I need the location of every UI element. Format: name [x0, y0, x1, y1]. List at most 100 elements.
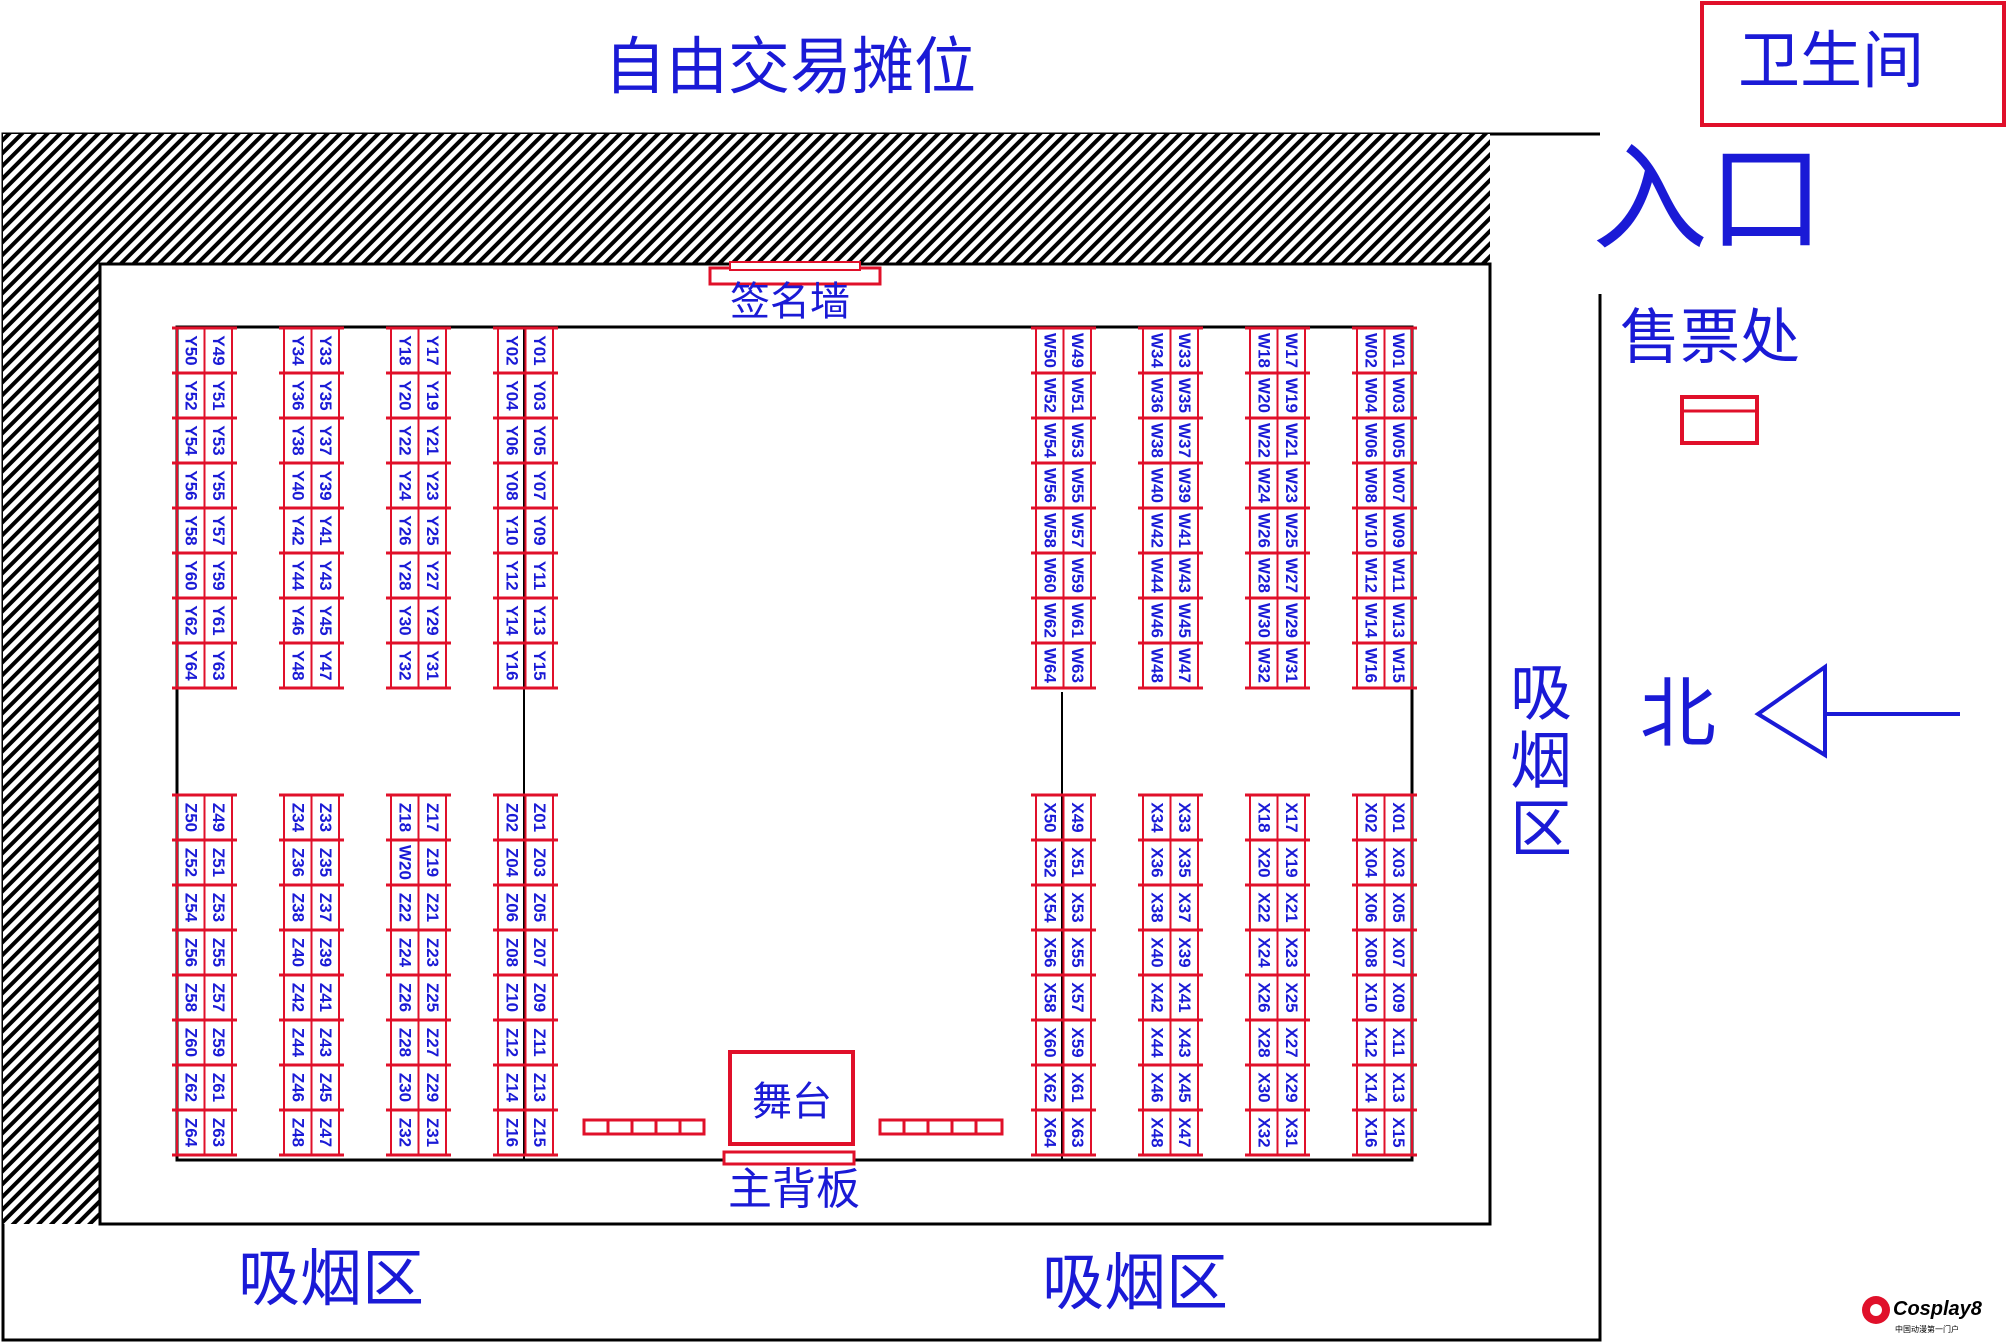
ticket-office-label: 售票处 [1620, 303, 1800, 373]
booth-Y06: Y06 [502, 425, 521, 455]
booth-Y37: Y37 [316, 425, 335, 455]
booth-column-W-mid1: W33W35W37W39W41W43W45W47W34W36W38W40W42W… [1138, 326, 1203, 690]
booth-W46: W46 [1147, 603, 1166, 638]
booth-W06: W06 [1361, 423, 1380, 458]
booth-X02: X02 [1361, 802, 1380, 832]
booth-X04: X04 [1361, 847, 1380, 878]
booth-Z21: Z21 [423, 893, 442, 922]
booth-Y61: Y61 [209, 605, 228, 635]
booth-column-X-mid1: X33X35X37X39X41X43X45X47X34X36X38X40X42X… [1138, 793, 1203, 1157]
booth-W01: W01 [1389, 333, 1408, 368]
booth-W44: W44 [1147, 558, 1166, 594]
booth-X38: X38 [1147, 892, 1166, 922]
north-arrow-icon [1754, 663, 1960, 759]
booth-Z50: Z50 [181, 803, 200, 832]
booth-Z57: Z57 [209, 983, 228, 1012]
booth-W36: W36 [1147, 378, 1166, 413]
booth-Y14: Y14 [502, 605, 521, 636]
booth-W48: W48 [1147, 648, 1166, 683]
booth-column-Z-right: Z01Z03Z05Z07Z09Z11Z13Z15Z02Z04Z06Z08Z10Z… [493, 793, 558, 1157]
booth-Y57: Y57 [209, 515, 228, 545]
signature-wall-label: 签名墙 [730, 279, 850, 325]
booth-Z45: Z45 [316, 1073, 335, 1102]
entrance-label: 入口 [1592, 132, 1824, 267]
booth-X62: X62 [1040, 1072, 1059, 1102]
booth-X19: X19 [1282, 847, 1301, 877]
north-label: 北 [1640, 669, 1716, 758]
booth-Y25: Y25 [423, 515, 442, 545]
watermark-slogan: 中国动漫第一门户 [1895, 1324, 1959, 1334]
booth-W43: W43 [1175, 558, 1194, 593]
booth-W53: W53 [1068, 423, 1087, 458]
booth-W30: W30 [1254, 603, 1273, 638]
booth-X32: X32 [1254, 1117, 1273, 1147]
booth-X07: X07 [1389, 937, 1408, 967]
booth-Y44: Y44 [288, 560, 307, 591]
booth-column-Z-left: Z49Z51Z53Z55Z57Z59Z61Z63Z50Z52Z54Z56Z58Z… [172, 793, 237, 1157]
booth-X17: X17 [1282, 802, 1301, 832]
booth-W22: W22 [1254, 423, 1273, 458]
hatched-wall-zone [3, 134, 1490, 1224]
booth-Z60: Z60 [181, 1028, 200, 1057]
booth-W03: W03 [1389, 378, 1408, 413]
booth-Y08: Y08 [502, 470, 521, 500]
booth-Y15: Y15 [530, 650, 549, 680]
booth-X52: X52 [1040, 847, 1059, 877]
booth-W23: W23 [1282, 468, 1301, 503]
free-trade-booths-label: 自由交易摊位 [604, 30, 977, 103]
booth-column-Y-mid2: Y17Y19Y21Y23Y25Y27Y29Y31Y18Y20Y22Y24Y26Y… [386, 326, 451, 690]
booth-Y27: Y27 [423, 560, 442, 590]
stage-side-booth-right [878, 1118, 1004, 1136]
booth-Z36: Z36 [288, 848, 307, 877]
booth-column-X-mid2: X17X19X21X23X25X27X29X31X18X20X22X24X26X… [1245, 793, 1310, 1157]
booth-column-X-right: X01X03X05X07X09X11X13X15X02X04X06X08X10X… [1352, 793, 1417, 1157]
booth-Y28: Y28 [395, 560, 414, 590]
booth-Y23: Y23 [423, 470, 442, 500]
booth-Z64: Z64 [181, 1118, 200, 1148]
booth-Y58: Y58 [181, 515, 200, 545]
booth-Z51: Z51 [209, 848, 228, 877]
booth-W09: W09 [1389, 513, 1408, 548]
booth-X59: X59 [1068, 1027, 1087, 1057]
booth-Z17: Z17 [423, 803, 442, 832]
booth-Z27: Z27 [423, 1028, 442, 1057]
booth-X01: X01 [1389, 802, 1408, 832]
booth-Z02: Z02 [502, 803, 521, 832]
booth-column-W-mid2: W17W19W21W23W25W27W29W31W18W20W22W24W26W… [1245, 326, 1310, 690]
booth-W19: W19 [1282, 378, 1301, 413]
booth-Y43: Y43 [316, 560, 335, 590]
booth-X20: X20 [1254, 847, 1273, 877]
booth-column-W-right: W01W03W05W07W09W11W13W15W02W04W06W08W10W… [1352, 326, 1417, 690]
booth-X35: X35 [1175, 847, 1194, 877]
booth-W57: W57 [1068, 513, 1087, 548]
booth-X29: X29 [1282, 1072, 1301, 1102]
booth-X03: X03 [1389, 847, 1408, 877]
booth-Y59: Y59 [209, 560, 228, 590]
booth-Y41: Y41 [316, 515, 335, 545]
booth-X55: X55 [1068, 937, 1087, 967]
booth-X47: X47 [1175, 1117, 1194, 1147]
booth-X61: X61 [1068, 1072, 1087, 1102]
booth-W16: W16 [1361, 648, 1380, 683]
booth-Z49: Z49 [209, 803, 228, 832]
booth-X40: X40 [1147, 937, 1166, 967]
booth-Y07: Y07 [530, 470, 549, 500]
booth-X57: X57 [1068, 982, 1087, 1012]
booth-Y22: Y22 [395, 425, 414, 455]
ticket-booth [1680, 395, 1759, 445]
booth-Z54: Z54 [181, 893, 200, 923]
booth-W24: W24 [1254, 468, 1273, 504]
booth-W13: W13 [1389, 603, 1408, 638]
booth-column-W-left: W49W51W53W55W57W59W61W63W50W52W54W56W58W… [1031, 326, 1096, 690]
booth-Z11: Z11 [530, 1028, 549, 1056]
booth-W38: W38 [1147, 423, 1166, 458]
booth-Z29: Z29 [423, 1073, 442, 1102]
booth-Z52: Z52 [181, 848, 200, 877]
booth-W58: W58 [1040, 513, 1059, 548]
booth-X21: X21 [1282, 892, 1301, 922]
booth-W39: W39 [1175, 468, 1194, 503]
booth-X54: X54 [1040, 892, 1059, 923]
booth-X43: X43 [1175, 1027, 1194, 1057]
booth-X34: X34 [1147, 802, 1166, 833]
